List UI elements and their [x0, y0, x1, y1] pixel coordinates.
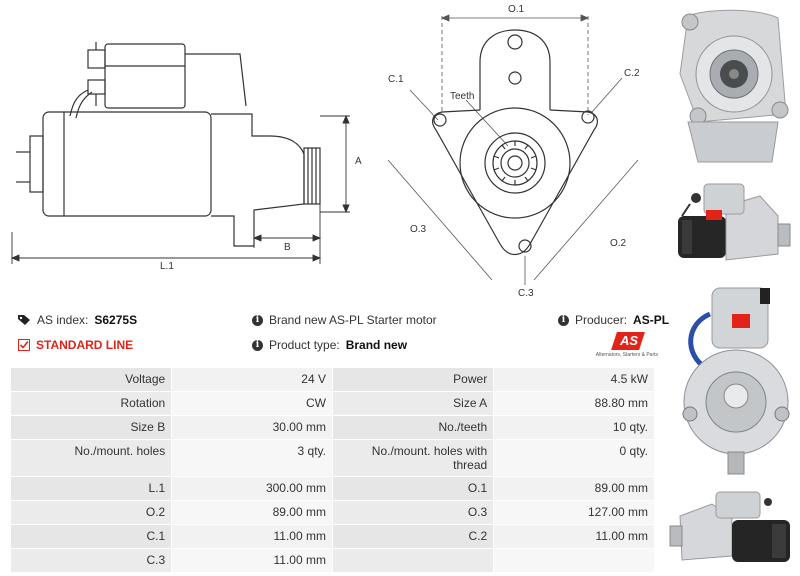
standard-line: STANDARD LINE [18, 338, 133, 352]
logo-text: AS [619, 333, 639, 348]
spec-value: 4.5 kW [493, 367, 655, 392]
dim-c2-label: C.2 [624, 68, 640, 79]
spec-key: O.1 [331, 476, 495, 501]
spec-value: 89.00 mm [493, 476, 655, 501]
spec-key: C.3 [9, 548, 173, 573]
photo-front [668, 4, 796, 164]
product-type: i Product type: Brand new [252, 338, 407, 352]
dim-b-label: B [284, 242, 291, 253]
dim-a-label: A [355, 156, 362, 167]
product-type-label: Product type: [269, 338, 340, 352]
spec-value: CW [171, 391, 333, 416]
spec-key: Rotation [9, 391, 173, 416]
producer-value: AS-PL [633, 313, 670, 327]
spec-key: No./mount. holes with thread [331, 439, 495, 477]
as-index-value: S6275S [94, 313, 138, 327]
teeth-label: Teeth [450, 91, 474, 102]
as-pl-logo: AS Alternators, Starters & Parts [592, 332, 658, 360]
spec-value: 10 qty. [493, 415, 655, 440]
spec-value: 30.00 mm [171, 415, 333, 440]
spec-key: O.2 [9, 500, 173, 525]
dim-c1-label: C.1 [388, 74, 404, 85]
spec-key: C.2 [331, 524, 495, 549]
dim-o3-label: O.3 [410, 224, 427, 235]
spec-value: 3 qty. [171, 439, 333, 477]
description-text: Brand new AS-PL Starter motor [269, 313, 437, 327]
dim-c3-label: C.3 [518, 288, 534, 299]
spec-value [493, 548, 655, 573]
spec-value: 0 qty. [493, 439, 655, 477]
producer-label: Producer: [575, 313, 628, 327]
product-type-value: Brand new [345, 338, 408, 352]
spec-key: Power [331, 367, 495, 392]
spec-key: No./mount. holes [9, 439, 173, 477]
spec-key [331, 548, 495, 573]
front-view-drawing: O.1 C.1 C.2 C.3 O.3 O.2 Teeth [387, 4, 640, 299]
spec-key: O.3 [331, 500, 495, 525]
spec-value: 127.00 mm [493, 500, 655, 525]
spec-value: 11.00 mm [171, 524, 333, 549]
info-icon: i [252, 314, 263, 326]
spec-key: No./teeth [331, 415, 495, 440]
dim-o1-label: O.1 [508, 4, 525, 15]
checkbox-checked-icon [18, 339, 30, 351]
dim-l1-label: L.1 [160, 261, 174, 272]
info-icon: i [252, 339, 263, 351]
logo-tagline: Alternators, Starters & Parts [595, 352, 658, 358]
info-icon: i [558, 314, 569, 326]
spec-key: Size B [9, 415, 173, 440]
photo-rear [676, 284, 796, 480]
dim-o2-label: O.2 [610, 238, 627, 249]
description: i Brand new AS-PL Starter motor [252, 313, 437, 327]
side-view-drawing: A B L.1 [10, 42, 362, 272]
photo-side [668, 176, 796, 274]
producer: i Producer: AS-PL [558, 313, 669, 327]
photo-top [668, 486, 796, 570]
spec-value: 300.00 mm [171, 476, 333, 501]
as-index: AS index: S6275S [18, 313, 137, 327]
tag-icon [18, 315, 30, 325]
spec-value: 88.80 mm [493, 391, 655, 416]
as-index-label: AS index: [37, 313, 89, 327]
spec-key: C.1 [9, 524, 173, 549]
spec-value: 11.00 mm [171, 548, 333, 573]
spec-value: 24 V [171, 367, 333, 392]
spec-key: Size A [331, 391, 495, 416]
spec-value: 89.00 mm [171, 500, 333, 525]
spec-value: 11.00 mm [493, 524, 655, 549]
spec-key: L.1 [9, 476, 173, 501]
spec-key: Voltage [9, 367, 173, 392]
standard-line-label: STANDARD LINE [36, 338, 134, 352]
